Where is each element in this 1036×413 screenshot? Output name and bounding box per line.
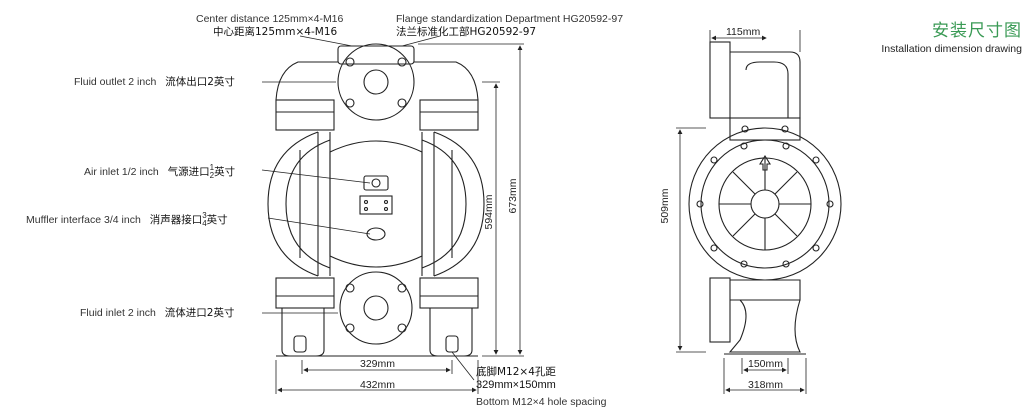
base-en: Bottom M12×4 hole spacing <box>476 396 607 408</box>
fluid-inlet-en: Fluid inlet 2 inch <box>80 307 156 319</box>
side-diaphragm-inner <box>700 139 830 269</box>
right-foot <box>429 308 473 357</box>
left-foot <box>281 308 325 357</box>
side-view <box>688 41 842 355</box>
muffler-num: 3 <box>202 211 207 220</box>
flange-en: Flange standardization Department HG2059… <box>396 13 624 25</box>
dim-329: 329mm <box>360 358 395 370</box>
right-chamber-outer <box>433 131 485 277</box>
dimension-lines-front <box>275 43 524 394</box>
side-diaphragm-outer <box>688 127 842 281</box>
air-inlet-cn-b: 英寸 <box>214 165 236 178</box>
top-flange-bore <box>363 69 389 95</box>
dim-594: 594mm <box>483 194 495 229</box>
fluid-inlet-label: Fluid inlet 2 inch 流体进口2英寸 <box>80 307 234 319</box>
top-flange-plate <box>337 45 415 65</box>
side-top-outlet <box>730 51 801 119</box>
air-inlet-en: Air inlet 1/2 inch <box>84 165 159 178</box>
center-body <box>329 140 423 268</box>
left-chamber-outer <box>267 131 319 277</box>
leader-lines <box>261 35 475 381</box>
fluid-inlet-cn: 流体进口2英寸 <box>164 307 235 319</box>
title-en: Installation dimension drawing <box>881 43 1022 55</box>
dim-115: 115mm <box>726 26 760 38</box>
bottom-flange-bore <box>363 295 389 321</box>
fluid-outlet-en: Fluid outlet 2 inch <box>74 76 157 88</box>
top-manifold-right <box>419 99 479 131</box>
bottom-flange-disc <box>339 271 413 345</box>
top-flange-disc <box>337 43 415 121</box>
front-view <box>267 43 485 357</box>
dimension-lines-side <box>676 30 807 394</box>
air-inlet-den: 2 <box>209 171 215 180</box>
flow-arrow-icon <box>759 154 771 171</box>
dim-509: 509mm <box>659 188 671 223</box>
muffler-cn-b: 英寸 <box>206 213 228 226</box>
muffler-cn-a: 消声器接口 <box>149 213 203 226</box>
dim-150: 150mm <box>748 358 783 370</box>
title-cn: 安装尺寸图 <box>932 21 1022 41</box>
left-chamber-inner <box>285 139 331 269</box>
side-bottom-flange <box>709 277 731 343</box>
center-distance-cn: 中心距离125mm×4-M16 <box>213 26 338 38</box>
muffler-den: 4 <box>202 219 207 228</box>
dim-432: 432mm <box>360 379 395 391</box>
air-inlet-cn-a: 气源进口 <box>167 165 210 178</box>
base-cn: 底脚M12×4孔距 <box>476 366 556 378</box>
bottom-manifold-left <box>275 277 335 309</box>
dim-318: 318mm <box>748 379 783 391</box>
fluid-outlet-cn: 流体出口2英寸 <box>165 76 235 88</box>
air-valve <box>363 175 389 191</box>
muffler-port <box>366 227 386 241</box>
fluid-outlet-label: Fluid outlet 2 inch 流体出口2英寸 <box>74 76 235 88</box>
drawing-title: 安装尺寸图 Installation dimension drawing <box>881 16 1022 55</box>
valve-block <box>359 195 393 215</box>
right-chamber-inner <box>421 139 467 269</box>
side-top-flange <box>709 41 731 119</box>
top-manifold <box>275 61 479 101</box>
top-manifold-left <box>275 99 335 131</box>
bottom-manifold-right <box>419 277 479 309</box>
center-distance-en: Center distance 125mm×4-M16 <box>196 13 344 25</box>
side-hub <box>750 189 780 219</box>
flange-cn: 法兰标准化工部HG20592-97 <box>396 26 537 38</box>
air-inlet-num: 1 <box>209 163 215 172</box>
base-dim: 329mm×150mm <box>476 379 556 391</box>
muffler-en: Muffler interface 3/4 inch <box>26 213 141 226</box>
dim-673: 673mm <box>507 178 519 213</box>
